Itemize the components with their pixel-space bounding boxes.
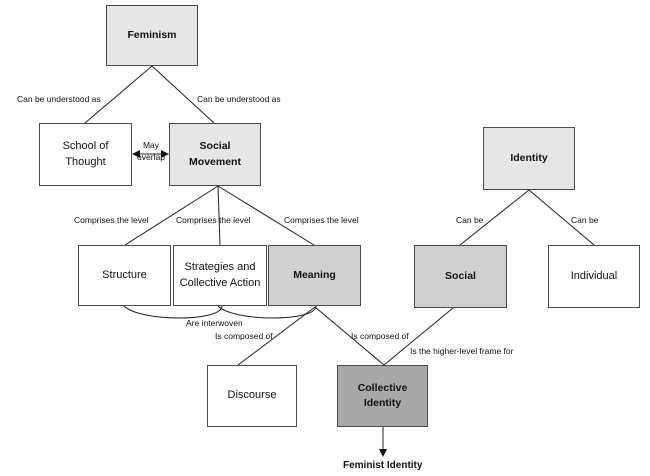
node-strategies: Strategies and Collective Action xyxy=(173,245,267,306)
node-collective-identity: Collective Identity xyxy=(337,365,428,427)
curve-interwoven-left xyxy=(123,305,223,319)
edge-feminism-movement xyxy=(151,65,215,124)
node-school-label: School of Thought xyxy=(62,139,109,168)
node-individual-label: Individual xyxy=(570,269,618,282)
label-interwoven: Are interwoven xyxy=(186,318,243,328)
node-social: Social xyxy=(414,245,507,308)
node-identity-label: Identity xyxy=(510,151,548,164)
node-strategies-label: Strategies and Collective Action xyxy=(179,260,261,289)
curve-interwoven-right xyxy=(217,305,317,319)
edge-meaning-collective xyxy=(314,306,385,366)
edge-movement-meaning xyxy=(217,185,315,246)
label-can-be-right: Can be xyxy=(571,215,599,225)
label-comprises-2: Comprises the level xyxy=(176,215,251,225)
label-understood-right: Can be understood as xyxy=(197,94,281,104)
label-composed-left: Is composed of xyxy=(215,331,273,341)
node-discourse-label: Discourse xyxy=(227,389,277,402)
node-meaning: Meaning xyxy=(268,245,361,306)
node-structure-label: Structure xyxy=(102,268,147,281)
node-meaning-label: Meaning xyxy=(293,268,336,281)
label-can-be-left: Can be xyxy=(456,215,484,225)
label-composed-right: Is composed of xyxy=(351,331,409,341)
node-structure: Structure xyxy=(78,245,171,306)
node-school-of-thought: School of Thought xyxy=(39,123,132,186)
edge-feminism-school xyxy=(84,65,153,124)
edge-identity-individual xyxy=(528,189,595,246)
label-higher-level: Is the higher-level frame for xyxy=(410,346,514,356)
edge-meaning-discourse xyxy=(237,306,316,366)
node-social-label: Social xyxy=(445,269,476,282)
node-feminist-identity: Feminist Identity xyxy=(343,460,423,471)
node-individual: Individual xyxy=(548,245,640,308)
edge-social-collective xyxy=(383,307,454,366)
node-feminism: Feminism xyxy=(106,5,198,66)
node-discourse: Discourse xyxy=(207,365,297,427)
label-comprises-1: Comprises the level xyxy=(74,215,149,225)
label-comprises-3: Comprises the level xyxy=(284,215,359,225)
node-social-movement: Social Movement xyxy=(169,123,261,186)
node-movement-label: Social Movement xyxy=(189,140,241,168)
edge-identity-social xyxy=(459,189,530,246)
label-understood-left: Can be understood as xyxy=(17,94,101,104)
edge-movement-strategies xyxy=(217,185,221,246)
node-feminism-label: Feminism xyxy=(127,28,177,41)
node-identity: Identity xyxy=(483,127,575,190)
node-collective-label: Collective Identity xyxy=(357,381,408,409)
edge-movement-structure xyxy=(124,185,219,246)
label-may-overlap: May overlap xyxy=(137,140,165,163)
